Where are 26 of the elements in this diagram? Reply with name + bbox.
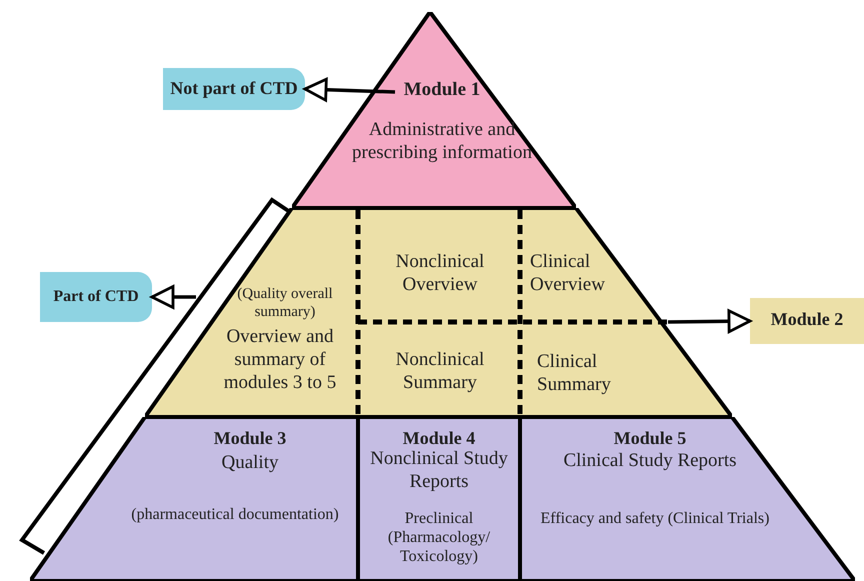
module-title: Module 1 — [402, 78, 482, 101]
cell-text: Nonclinical Overview — [394, 250, 486, 296]
module-title: Module 3 — [212, 427, 288, 449]
module-description: Nonclinical Study Reports — [369, 447, 509, 493]
tag-text: Module 2 — [770, 308, 844, 330]
module-note: Efficacy and safety (Clinical Trials) — [540, 509, 770, 528]
hollow-arrow — [668, 309, 752, 334]
cell-text: Nonclinical Summary — [394, 348, 486, 394]
cell-note: (Quality overall summary) — [236, 285, 334, 321]
pyramid-tier — [145, 208, 732, 417]
module-title: Module 4 — [402, 427, 476, 449]
tag-text: Not part of CTD — [169, 77, 299, 99]
label-tag — [750, 298, 864, 344]
hollow-arrow — [304, 78, 396, 102]
module-description: Administrative and prescribing information — [352, 118, 532, 164]
module-title: Module 5 — [612, 427, 688, 449]
hollow-arrow — [150, 285, 196, 309]
module-note: Preclinical (Pharmacology/ Toxicology) — [386, 509, 492, 566]
module-description: Quality — [220, 451, 280, 474]
cell-text: Overview and summary of modules 3 to 5 — [222, 325, 338, 394]
cell-text: Clinical Summary — [537, 350, 612, 396]
module-description: Clinical Study Reports — [562, 449, 738, 472]
tag-text: Part of CTD — [52, 287, 140, 306]
cell-text: Clinical Overview — [530, 250, 606, 296]
label-tag — [163, 68, 305, 110]
module-note: (pharmaceutical documentation) — [130, 505, 340, 524]
